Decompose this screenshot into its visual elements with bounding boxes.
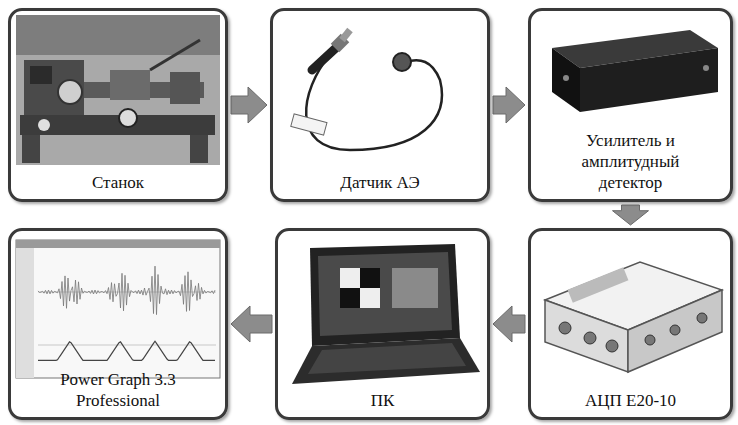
adc-picture	[545, 262, 722, 372]
sensor-box: Датчик АЭ	[270, 8, 490, 202]
laptop-picture	[292, 244, 480, 384]
caption-area: Усилитель и амплитудный детектор	[531, 130, 730, 193]
caption-area: Станок	[11, 172, 225, 193]
adc-box: АЦП E20-10	[528, 228, 733, 420]
node-caption: АЦП E20-10	[585, 390, 676, 411]
caption-area: Датчик АЭ	[273, 172, 487, 193]
amplifier-picture	[552, 30, 718, 112]
pc-box: ПК	[275, 228, 490, 420]
block-arrow	[493, 87, 525, 123]
lathe-picture	[16, 15, 220, 165]
caption-area: ПК	[278, 390, 487, 411]
caption-area: АЦП E20-10	[531, 390, 730, 411]
block-arrow	[493, 306, 525, 342]
caption-area: Power Graph 3.3 Professional	[11, 369, 225, 411]
software-box: Power Graph 3.3 Professional	[8, 228, 228, 420]
block-arrow	[231, 306, 272, 342]
node-caption: ПК	[371, 390, 395, 411]
block-arrow	[613, 205, 649, 225]
amplifier-box: Усилитель и амплитудный детектор	[528, 8, 733, 202]
software-screenshot	[16, 240, 220, 378]
node-caption: Датчик АЭ	[340, 172, 419, 193]
node-caption: Power Graph 3.3 Professional	[48, 369, 188, 411]
node-caption: Усилитель и амплитудный детектор	[572, 130, 690, 193]
sensor-picture	[291, 30, 442, 150]
block-arrow	[231, 87, 267, 123]
node-caption: Станок	[92, 172, 144, 193]
machine-box: Станок	[8, 8, 228, 202]
